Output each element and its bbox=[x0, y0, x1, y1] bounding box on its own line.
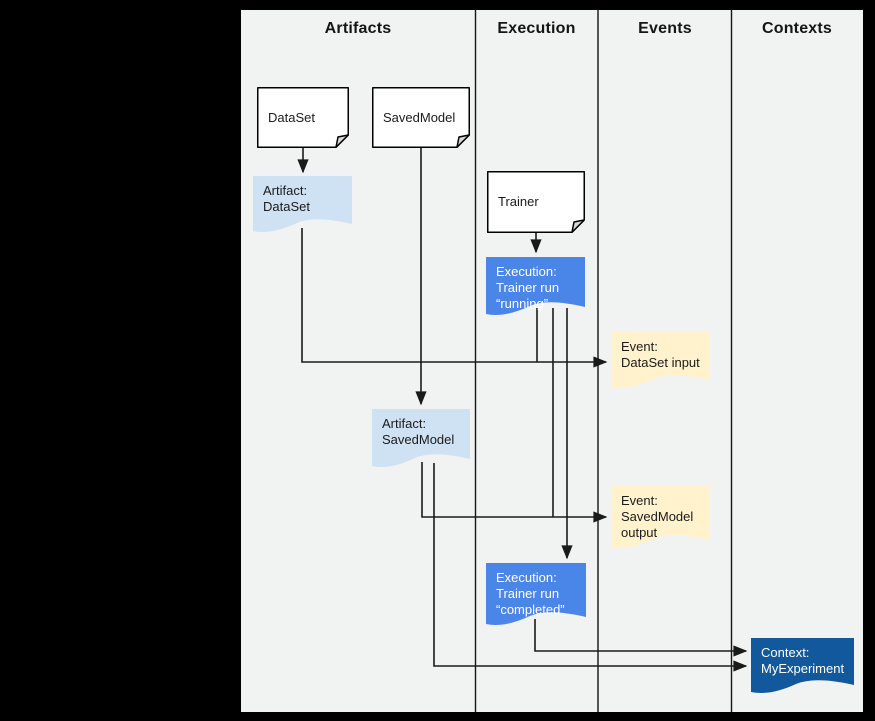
trainer-node-shape bbox=[487, 171, 585, 233]
event-dataset-input-card-shape bbox=[611, 332, 709, 388]
savedmodel-node-shape bbox=[372, 87, 470, 148]
connectors bbox=[297, 148, 748, 672]
edge-execution-completed-to-context bbox=[534, 619, 748, 657]
diagram-canvas: Artifacts Execution Events Contexts Data… bbox=[241, 10, 863, 712]
execution-running-card-shape bbox=[486, 257, 585, 315]
edge-artifact-savedmodel-to-event-savedmodel-output bbox=[421, 462, 608, 523]
column-header-artifacts: Artifacts bbox=[324, 20, 392, 37]
trainer-folded-corner bbox=[571, 219, 585, 233]
column-header-events: Events bbox=[638, 20, 692, 37]
savedmodel-folded-corner bbox=[456, 134, 470, 148]
context-myexperiment-card-shape bbox=[751, 638, 854, 693]
diagram-graphics bbox=[253, 10, 854, 712]
execution-completed-card-shape bbox=[486, 563, 586, 625]
event-savedmodel-output-card-shape bbox=[611, 486, 709, 548]
artifact-dataset-card-shape bbox=[253, 176, 352, 232]
dataset-node-shape bbox=[257, 87, 349, 148]
dataset-folded-corner bbox=[335, 134, 349, 148]
column-header-execution: Execution bbox=[497, 20, 576, 37]
edge-artifact-savedmodel-to-context bbox=[433, 463, 748, 672]
edge-artifact-dataset-to-event-dataset-input bbox=[301, 228, 608, 368]
column-header-contexts: Contexts bbox=[761, 20, 833, 37]
artifact-savedmodel-card-shape bbox=[372, 409, 470, 467]
